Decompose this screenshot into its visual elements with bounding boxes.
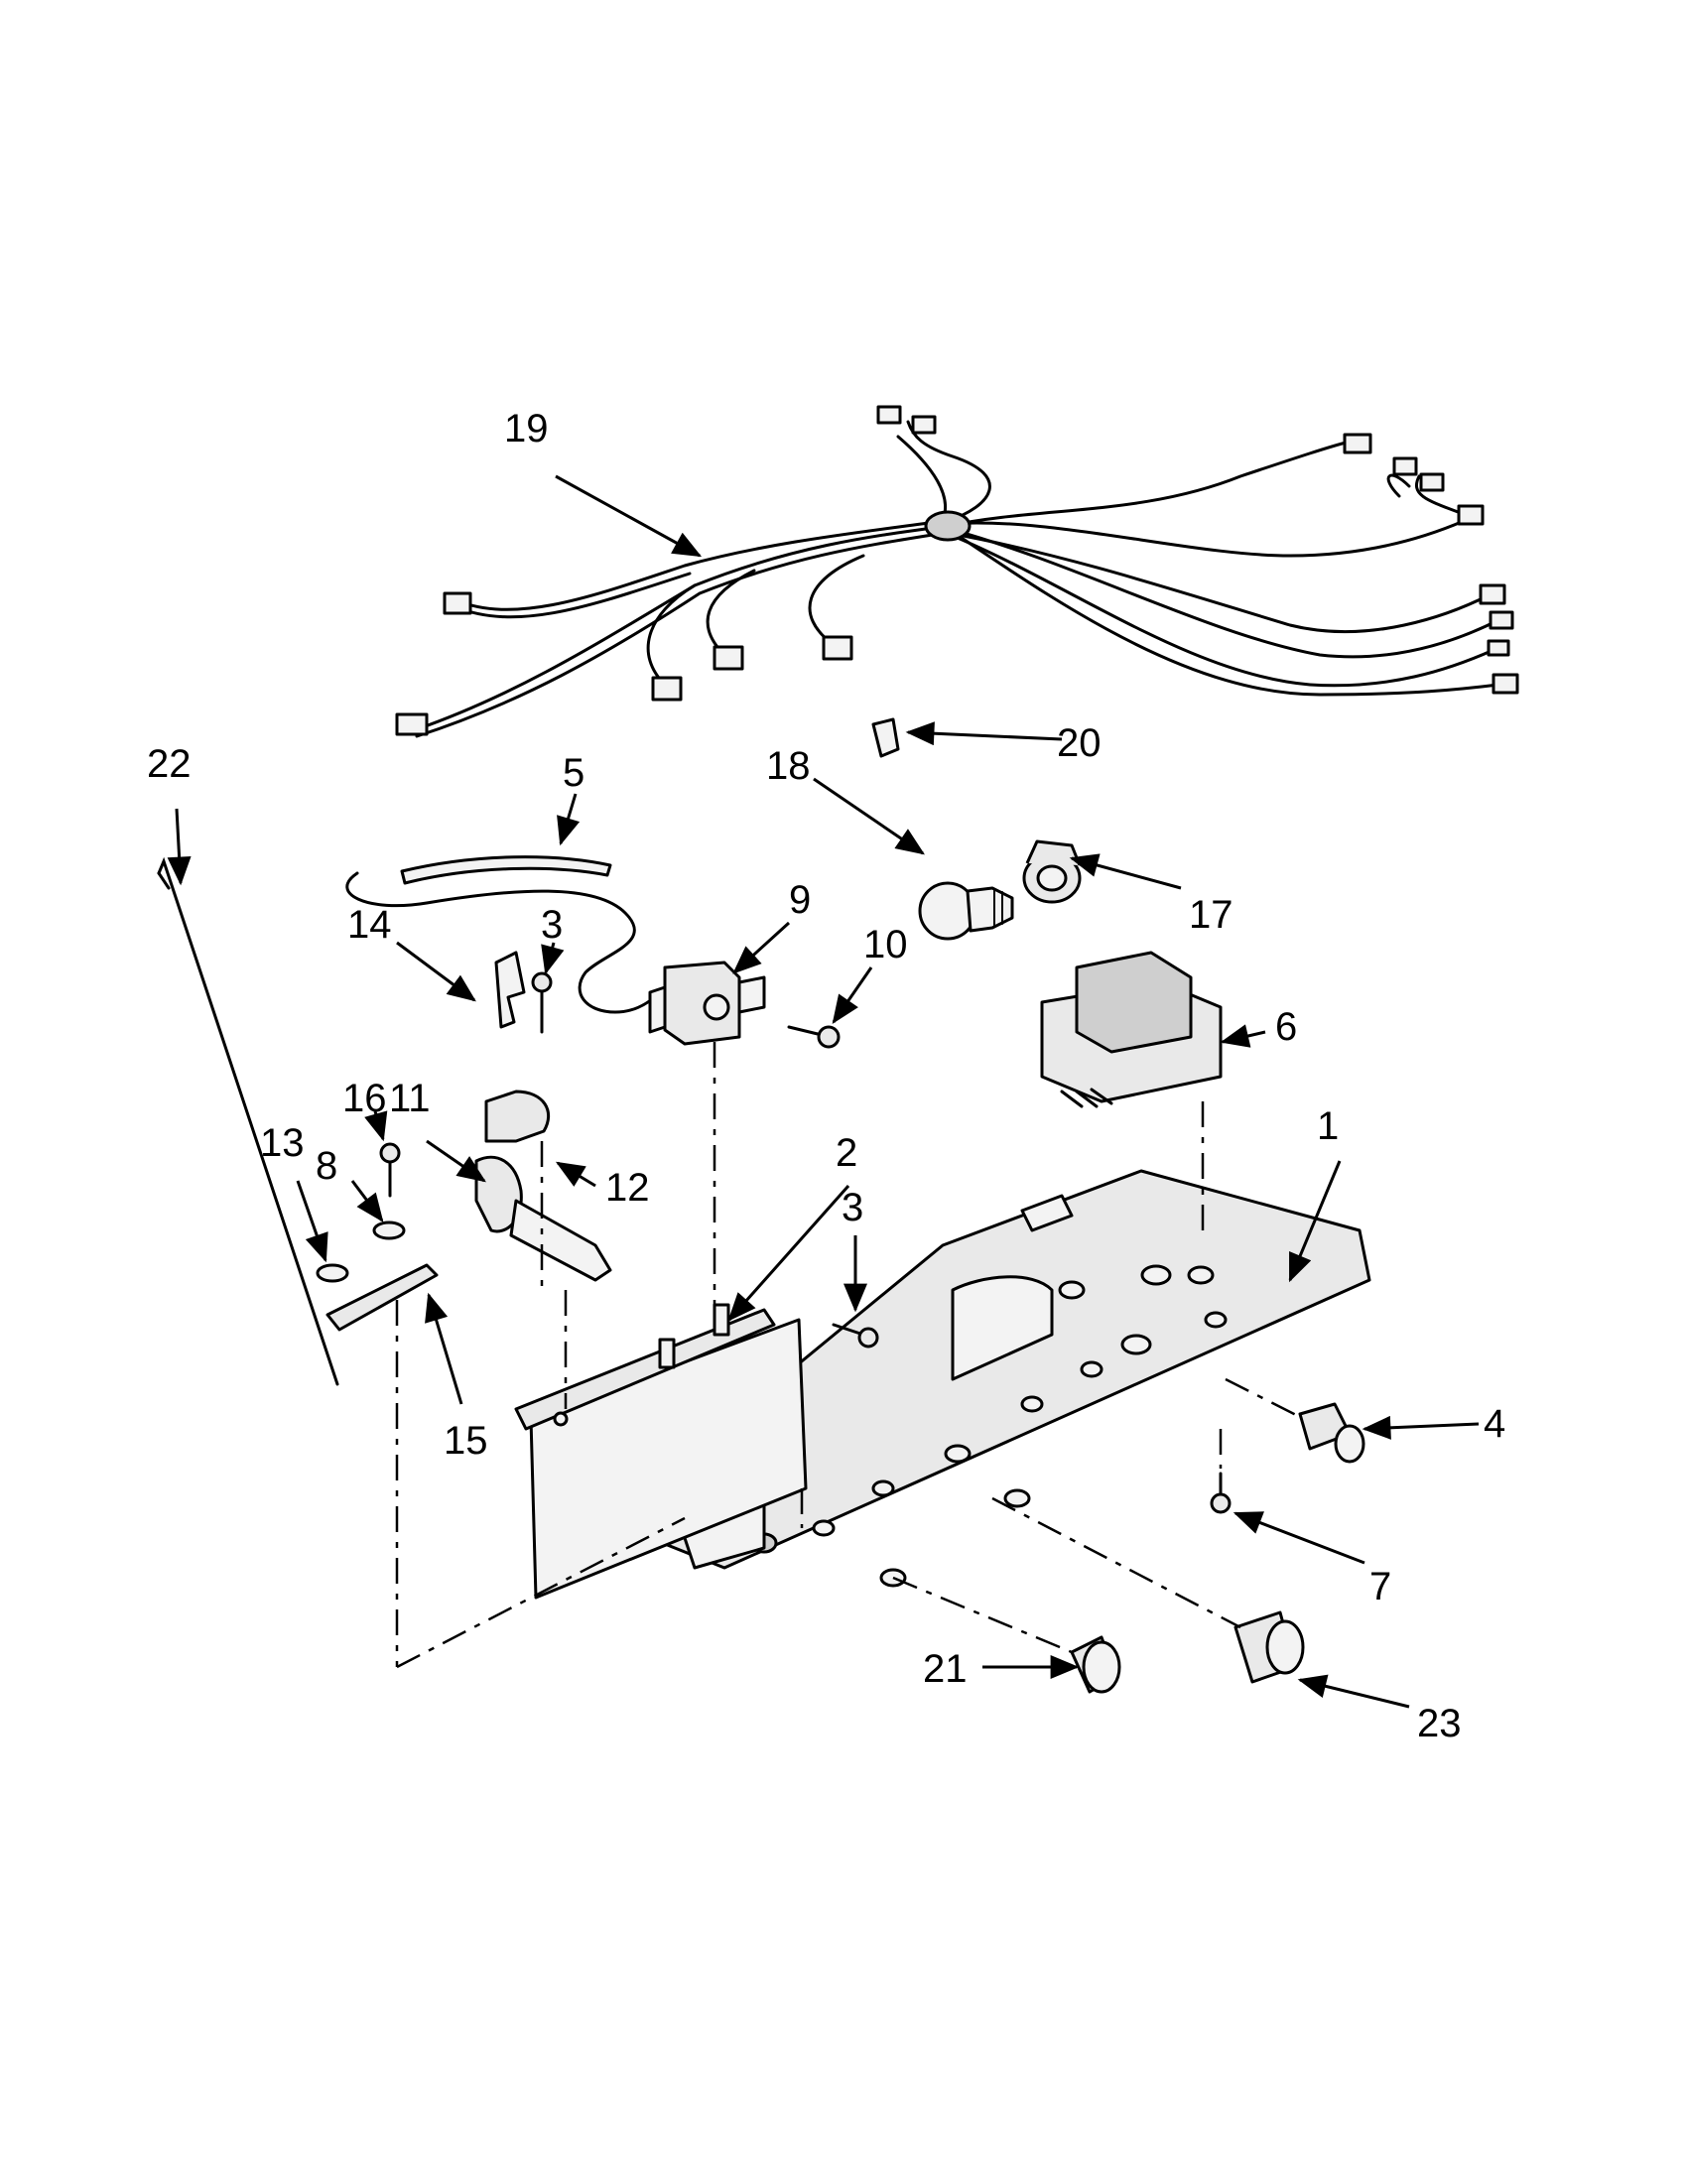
callout-18: 18 — [766, 744, 811, 788]
knob-shaft-part-11 — [474, 1155, 612, 1282]
callout-23: 23 — [1417, 1702, 1462, 1745]
callout-13: 13 — [260, 1121, 305, 1165]
callout-12: 12 — [605, 1166, 650, 1210]
light-socket-part-17 — [1022, 839, 1082, 904]
screw-part-3-lower — [832, 1323, 879, 1349]
thermostat-part-9 — [345, 871, 766, 1046]
alignment-lines — [395, 1042, 1301, 1669]
callout-21: 21 — [923, 1647, 968, 1691]
callout-15: 15 — [444, 1419, 488, 1463]
callout-labels: 1 2 3 3 4 5 6 7 8 9 10 11 12 13 14 15 16… — [147, 407, 1505, 1745]
rod-part-22 — [157, 856, 339, 1386]
callout-22: 22 — [147, 742, 192, 786]
callout-3-lower: 3 — [842, 1186, 863, 1229]
leader-lines — [167, 474, 1480, 1709]
callout-4: 4 — [1484, 1402, 1505, 1446]
light-bulb-part-18 — [918, 881, 1014, 941]
callout-17: 17 — [1189, 893, 1233, 937]
callout-1: 1 — [1317, 1104, 1339, 1148]
washer-part-8 — [372, 1220, 406, 1240]
lever-part-15 — [325, 1263, 439, 1332]
callout-19: 19 — [504, 407, 549, 450]
washer-part-13 — [316, 1263, 349, 1283]
tube-part-5 — [400, 855, 612, 885]
bushing-part-21 — [1070, 1635, 1121, 1694]
callout-11: 11 — [389, 1077, 431, 1120]
callout-8: 8 — [316, 1144, 337, 1188]
callout-3-upper: 3 — [541, 903, 563, 947]
callout-9: 9 — [789, 878, 811, 922]
clamp-part-12 — [484, 1090, 551, 1143]
callout-20: 20 — [1057, 721, 1102, 765]
callout-7: 7 — [1369, 1565, 1391, 1608]
screw-part-16 — [379, 1142, 401, 1198]
callout-5: 5 — [563, 751, 584, 795]
callout-2: 2 — [836, 1131, 857, 1175]
clip-part-20 — [871, 717, 900, 758]
wire-harness-part-19 — [395, 405, 1519, 738]
relay-part-6 — [1040, 951, 1223, 1108]
switch-part-4 — [1298, 1402, 1365, 1464]
screw-part-10 — [787, 1025, 841, 1049]
bracket-plate-part-2 — [514, 1303, 808, 1600]
callout-16: 16 — [342, 1077, 387, 1120]
screw-part-3-upper — [531, 971, 553, 1034]
screw-part-7 — [1210, 1472, 1232, 1514]
bracket-part-14 — [494, 951, 526, 1029]
bushing-part-23 — [1233, 1610, 1305, 1684]
callout-6: 6 — [1275, 1005, 1297, 1049]
callout-14: 14 — [347, 903, 392, 947]
callout-10: 10 — [863, 923, 908, 966]
